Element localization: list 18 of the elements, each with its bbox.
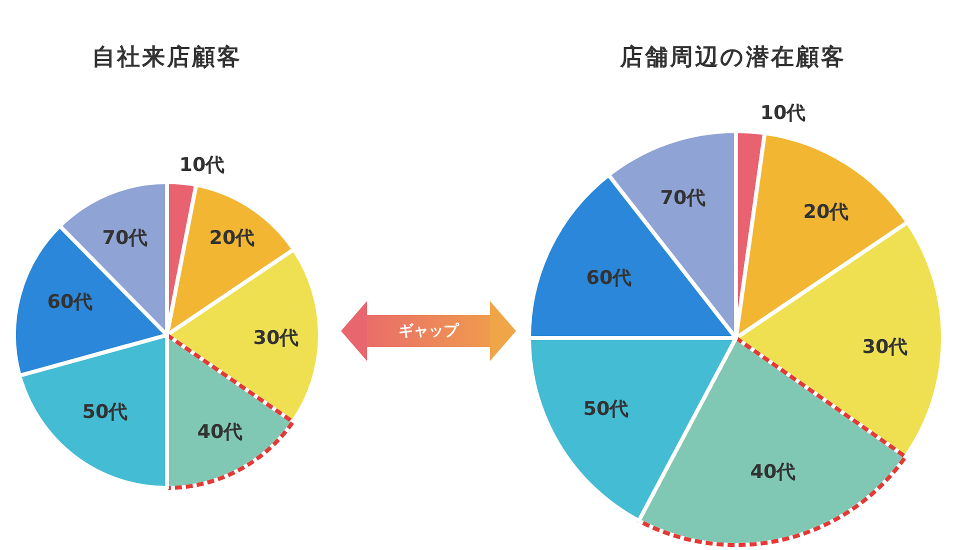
double-arrow xyxy=(341,301,516,361)
slice-label: 10代 xyxy=(179,153,225,178)
slice-label: 20代 xyxy=(209,226,255,251)
slice-label: 70代 xyxy=(660,186,706,211)
slice-label: 20代 xyxy=(803,200,849,225)
chart-title: 店舗周辺の潜在顧客 xyxy=(620,44,846,72)
slice-label: 10代 xyxy=(760,101,806,126)
slice-label: 40代 xyxy=(197,420,243,445)
slice-label: 50代 xyxy=(82,400,128,425)
chart-title: 自社来店顧客 xyxy=(92,44,242,72)
slice-label: 50代 xyxy=(583,397,629,422)
slice-label: 30代 xyxy=(253,326,299,351)
slice-label: 70代 xyxy=(102,226,148,251)
slice-label: 60代 xyxy=(47,290,93,315)
slice-label: 30代 xyxy=(862,335,908,360)
slice-label: 40代 xyxy=(750,460,796,485)
edge-label: ギャップ xyxy=(398,322,458,340)
slice-label: 60代 xyxy=(586,266,632,291)
